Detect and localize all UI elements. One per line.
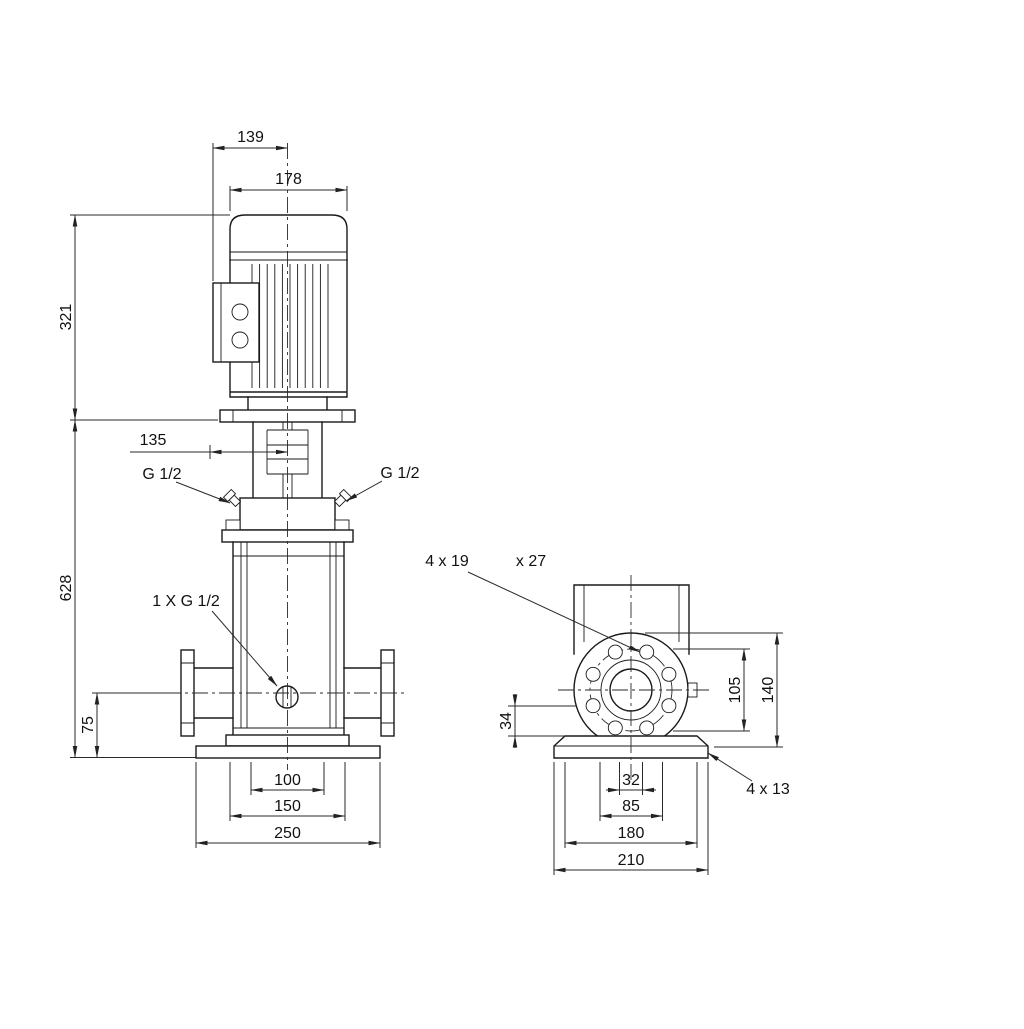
drain-plug-boss — [275, 685, 299, 709]
staybolt-nut-right — [334, 519, 350, 531]
dim-85-label: 85 — [622, 798, 640, 815]
motor-neck — [247, 396, 328, 411]
base-front — [195, 734, 381, 759]
flange-bolt-hole-1 — [661, 666, 677, 682]
terminal-box — [212, 282, 260, 363]
centerlines-front — [165, 143, 405, 770]
sleeve-outline — [232, 541, 345, 736]
sleeve-rings — [233, 555, 344, 729]
cable-entry-hole-top — [231, 303, 249, 321]
front-view: 139 178 321 628 75 135 100 150 250 G 1/2… — [58, 129, 420, 848]
base-bottom-plate-front — [195, 745, 381, 759]
cable-entry-hole-bottom — [231, 331, 249, 349]
extension-lines-front — [70, 143, 381, 848]
dim-178-label: 178 — [275, 171, 302, 188]
stool-plate-bolts — [232, 410, 343, 422]
fan-cover-seams — [230, 251, 347, 261]
leader-flange-holes — [467, 571, 641, 653]
dim-321-label: 321 — [58, 304, 75, 331]
priming-plug-left — [222, 488, 242, 508]
discharge-flange-bolt-holes — [381, 662, 394, 724]
extension-lines-side — [508, 632, 783, 875]
dim-250-label: 250 — [274, 825, 301, 842]
pump-body-side — [573, 584, 690, 655]
chamber-stack — [232, 541, 345, 736]
flange-bolt-hole-5 — [585, 698, 601, 714]
base-holes-label: 4 x 13 — [746, 781, 790, 798]
dim-75-label: 75 — [80, 716, 97, 734]
flange-bolt-hole-2 — [639, 644, 655, 660]
suction-pipe — [193, 667, 234, 719]
dim-628-label: 628 — [58, 575, 75, 602]
dim-150-label: 150 — [274, 798, 301, 815]
dim-105-label: 105 — [727, 677, 744, 704]
dim-210-label: 210 — [618, 852, 645, 869]
shaft-lines — [282, 422, 293, 498]
flange-bolt-hole-4 — [585, 666, 601, 682]
suction-flange-bolt-holes — [181, 662, 194, 724]
counterbore-label: x 27 — [516, 553, 546, 570]
staybolts — [240, 542, 337, 728]
dimensions-front — [70, 143, 383, 848]
flange-bolt-hole-6 — [607, 720, 623, 736]
leader-base-holes — [707, 752, 753, 782]
leader-drain-plug — [211, 610, 278, 687]
side-view: 4 x 19 x 27 34 105 140 32 85 180 210 4 x… — [425, 553, 790, 875]
dim-135-label: 135 — [140, 432, 167, 449]
stool-side-plates — [252, 421, 323, 499]
centerlines-side — [558, 575, 710, 782]
drain-plug-flats — [282, 687, 292, 707]
staybolt-nut-left — [225, 519, 241, 531]
priming-plug-right — [333, 488, 353, 508]
plug-left-label: G 1/2 — [142, 466, 181, 483]
dim-32-label: 32 — [622, 772, 640, 789]
dim-139-label: 139 — [237, 129, 264, 146]
body-outline-side — [573, 584, 690, 655]
dim-140-label: 140 — [760, 677, 777, 704]
dim-180-label: 180 — [618, 825, 645, 842]
discharge-pipe — [343, 667, 382, 719]
dimensions-side — [467, 571, 783, 875]
dim-34-label: 34 — [498, 712, 515, 730]
fan-cover — [229, 214, 348, 261]
flange-bolt-hole-7 — [639, 720, 655, 736]
leader-plug-right — [345, 480, 383, 502]
flange-bolt-hole-3 — [607, 644, 623, 660]
drain-plug — [275, 685, 299, 709]
motor-cooling-fins — [251, 264, 329, 388]
drain-plug-label: 1 X G 1/2 — [152, 593, 220, 610]
plug-right-label: G 1/2 — [380, 465, 419, 482]
dim-100-label: 100 — [274, 772, 301, 789]
motor-stool — [219, 396, 356, 499]
terminal-box-body — [212, 282, 260, 363]
flange-holes-label: 4 x 19 — [425, 553, 469, 570]
leader-plug-left — [175, 481, 231, 504]
flange-bolt-hole-8 — [661, 698, 677, 714]
